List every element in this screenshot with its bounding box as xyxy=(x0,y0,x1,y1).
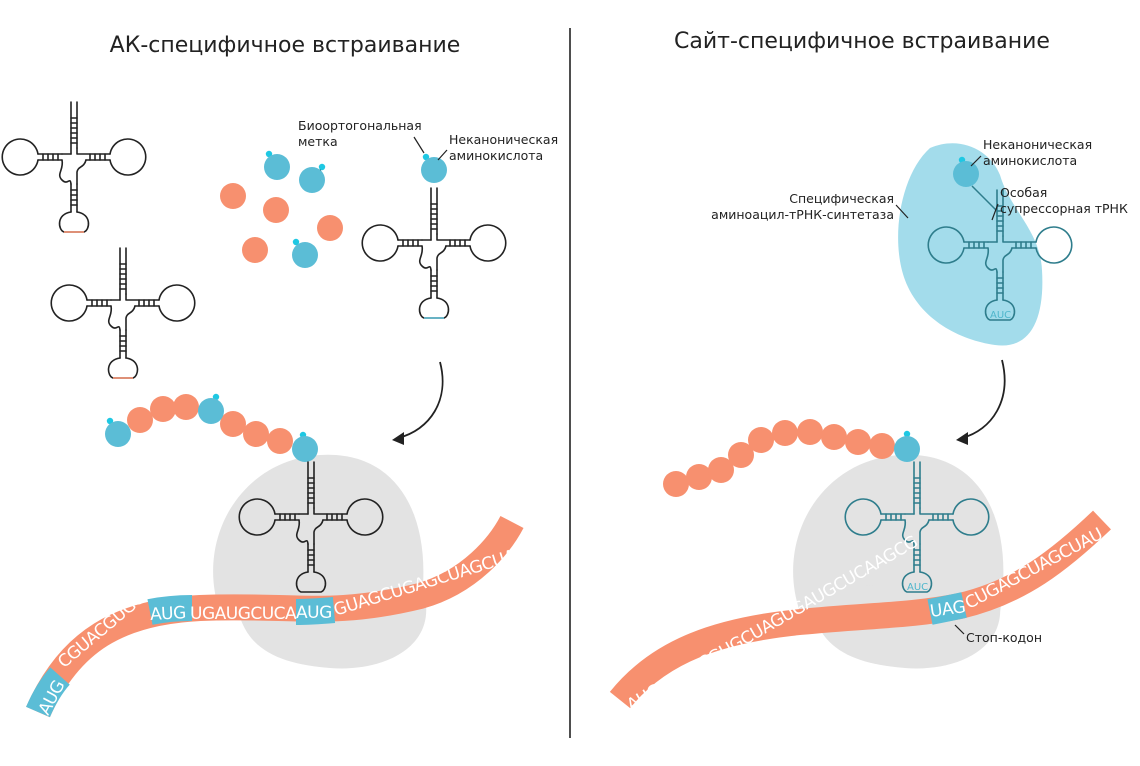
anticodon-ribosome: AUC xyxy=(907,582,928,593)
left-panel-title: АК-специфичное встраивание xyxy=(110,33,461,58)
trna-free-2 xyxy=(50,247,196,379)
trna-charged xyxy=(361,187,507,319)
anticodon-synthetase: AUC xyxy=(990,310,1011,321)
noncanonical-aa-right xyxy=(953,156,979,187)
arrow-left xyxy=(397,361,444,439)
free-amino-acids xyxy=(220,183,343,263)
peptide-chain-left xyxy=(105,393,318,462)
leader-stop-codon xyxy=(954,624,965,635)
synthetase-blob xyxy=(898,143,1043,346)
leader-bioorthogonal xyxy=(413,136,425,154)
peptide-chain-right xyxy=(663,419,920,497)
mrna-left xyxy=(26,515,524,718)
mrna-left-seq-aug2: AUG xyxy=(150,603,187,625)
trna-free-1 xyxy=(1,101,147,233)
right-panel-title: Сайт-специфичное встраивание xyxy=(674,29,1050,54)
ribosome-left xyxy=(213,454,427,669)
tagged-amino-acids xyxy=(264,150,447,268)
mrna-left-seq-4: UGAUGCUCA xyxy=(190,604,297,624)
leader-synthetase xyxy=(895,204,909,219)
leader-noncanonical-right xyxy=(970,155,982,167)
mrna-right-seq-stop: UAG xyxy=(929,597,967,622)
label-stop-codon: Стоп-кодон xyxy=(966,630,1042,645)
mrna-right xyxy=(609,510,1111,709)
leader-noncanonical-left xyxy=(437,149,448,161)
arrow-right xyxy=(961,359,1006,439)
leader-suppressor-trna xyxy=(991,203,999,221)
mrna-left-seq-aug3: AUG xyxy=(296,603,332,623)
